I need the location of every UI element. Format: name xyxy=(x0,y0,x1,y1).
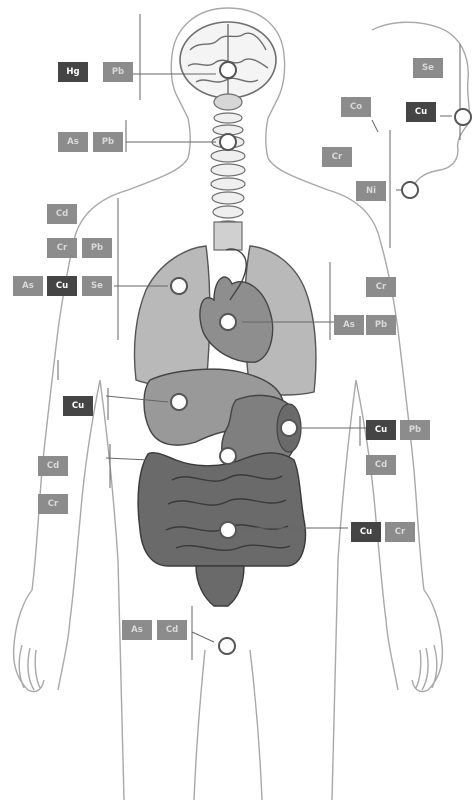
label-pb-brain: Pb xyxy=(103,62,133,82)
label-cr-lung: Cr xyxy=(47,238,77,258)
label-cr-arm: Cr xyxy=(38,494,68,514)
label-cr-intestine: Cr xyxy=(385,522,415,542)
label-pb-kidney: Pb xyxy=(400,420,430,440)
label-pb-spine: Pb xyxy=(93,132,123,152)
label-cu-lung: Cu xyxy=(47,276,77,296)
label-se-lung: Se xyxy=(82,276,112,296)
trachea-illustration xyxy=(214,222,242,250)
label-ni-head: Ni xyxy=(356,181,386,201)
label-hg-brain: Hg xyxy=(58,62,88,82)
label-cd-kidney: Cd xyxy=(366,455,396,475)
label-as-lower: As xyxy=(122,620,152,640)
label-as-lung: As xyxy=(13,276,43,296)
label-pb-lung: Pb xyxy=(82,238,112,258)
label-cd-lung: Cd xyxy=(47,204,77,224)
label-co-head: Co xyxy=(341,97,371,117)
label-cd-arm: Cd xyxy=(38,456,68,476)
label-cu-kidney: Cu xyxy=(366,420,396,440)
spine-illustration xyxy=(211,113,245,231)
label-cu-intestine: Cu xyxy=(351,522,381,542)
label-cr-lung-right: Cr xyxy=(366,277,396,297)
label-cd-lower: Cd xyxy=(157,620,187,640)
label-cu-liver: Cu xyxy=(63,396,93,416)
label-cu-head: Cu xyxy=(406,102,436,122)
label-se-head: Se xyxy=(413,58,443,78)
label-as-spine: As xyxy=(58,132,88,152)
label-cr-head: Cr xyxy=(322,147,352,167)
label-pb-heart: Pb xyxy=(366,315,396,335)
label-as-heart: As xyxy=(334,315,364,335)
